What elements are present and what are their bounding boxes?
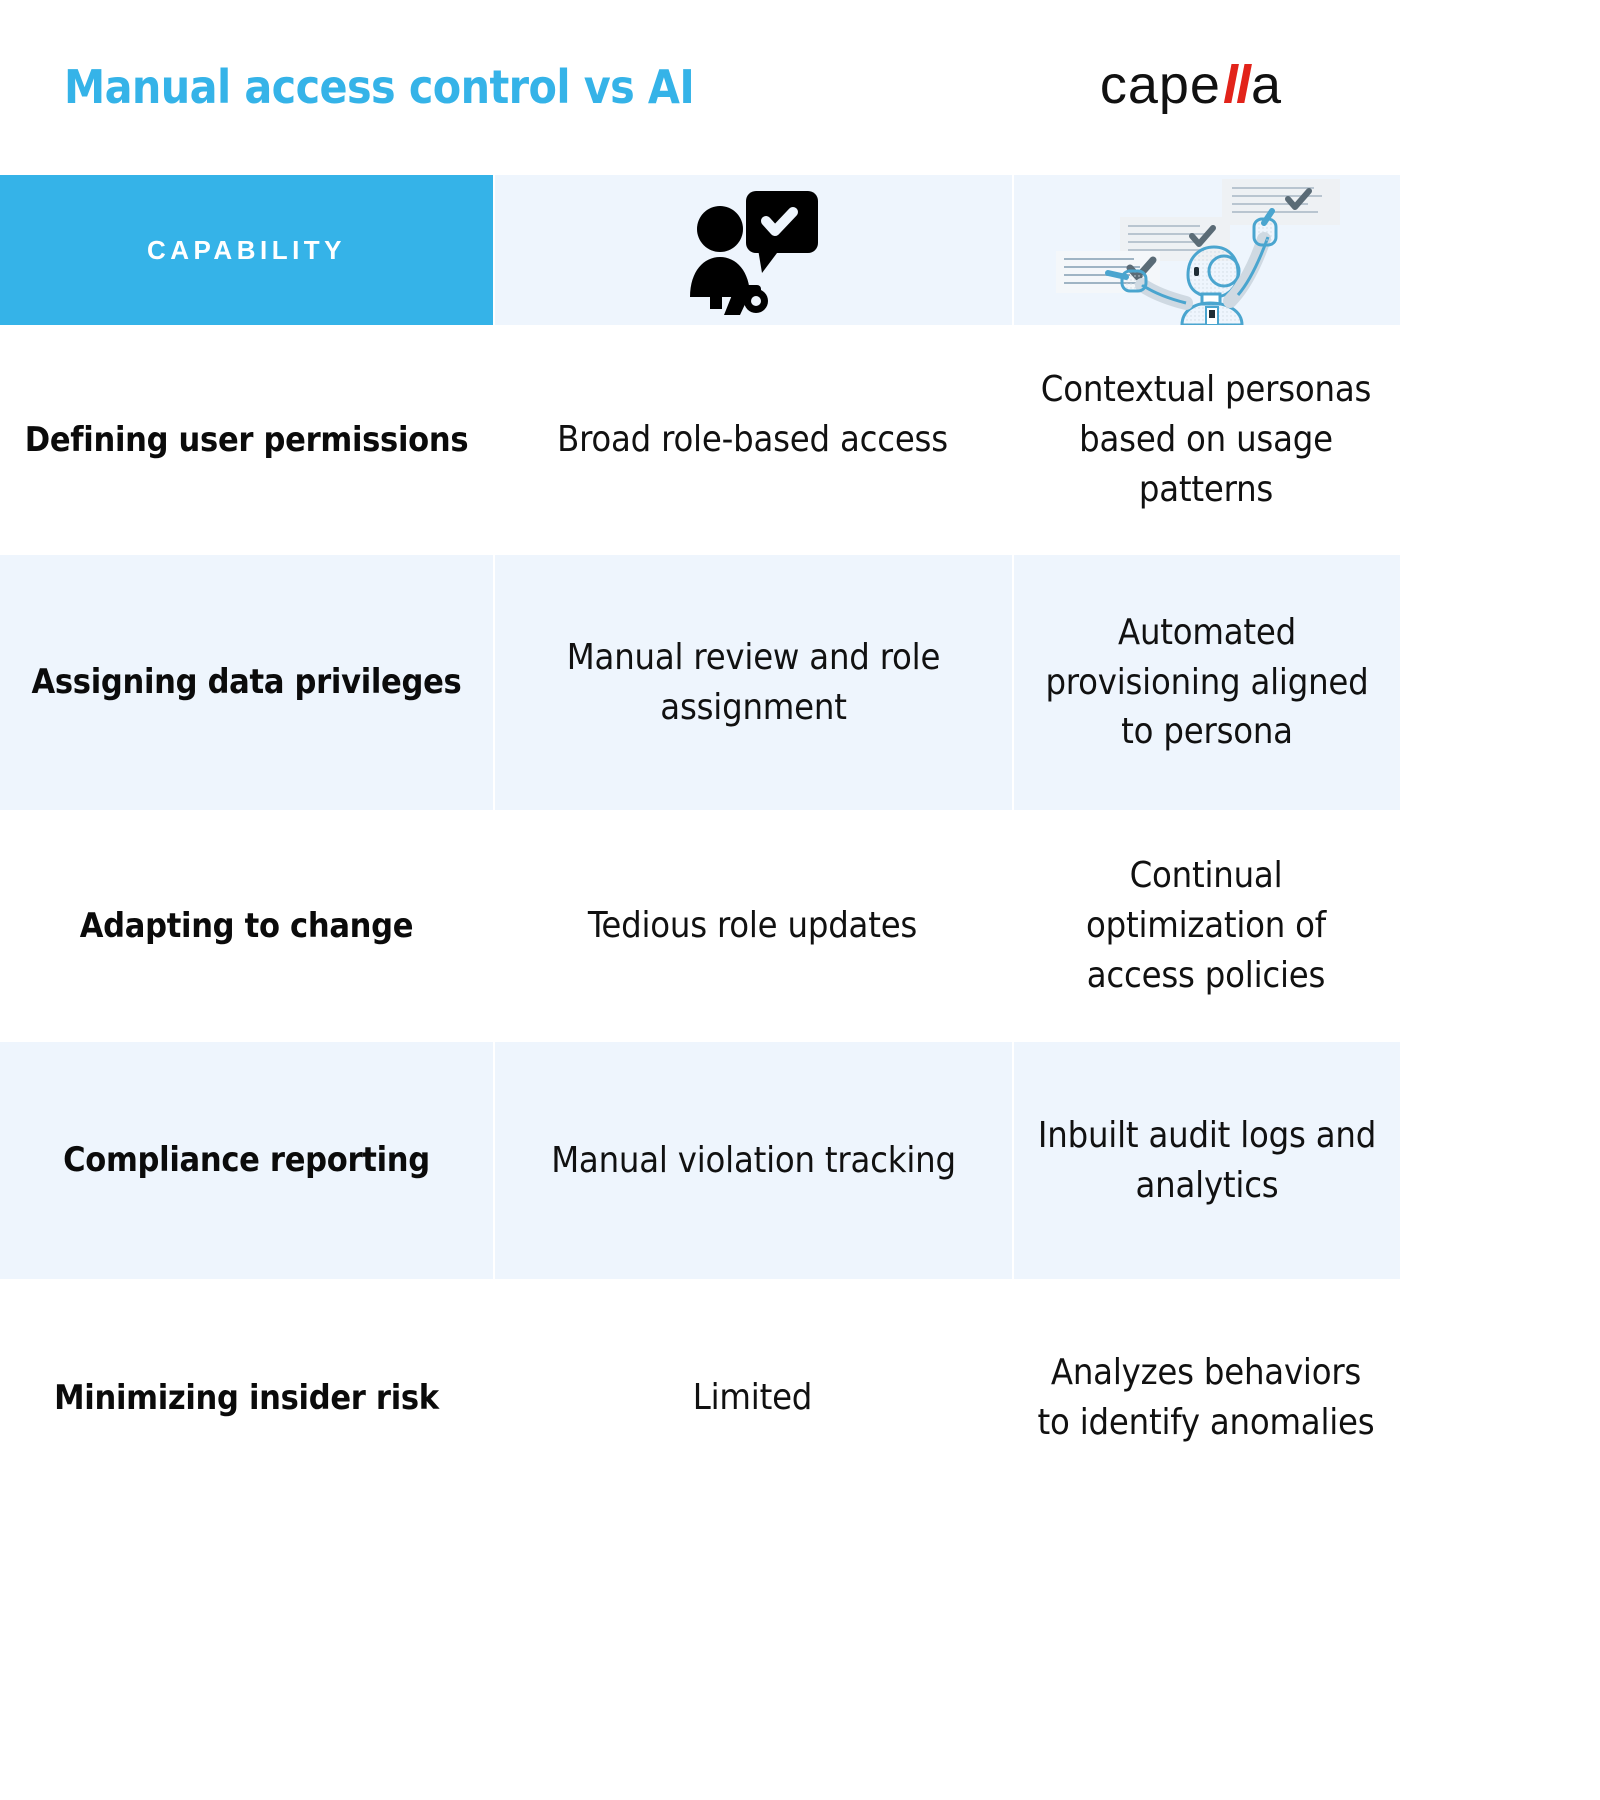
column-header-ai: [1012, 175, 1400, 325]
cell-capability: Compliance reporting: [0, 1042, 493, 1279]
logo-part-2: a: [1250, 55, 1282, 115]
capability-label: Defining user permissions: [24, 419, 469, 460]
capability-label: Compliance reporting: [63, 1140, 430, 1181]
person-speech-check-icon: [684, 185, 824, 315]
column-header-capability: CAPABILITY: [0, 175, 493, 325]
ai-value: Analyzes behaviors to identify anomalies: [1037, 1352, 1375, 1443]
page-title: Manual access control vs AI: [64, 60, 695, 114]
ai-value: Continual optimization of access policie…: [1086, 855, 1326, 996]
manual-value: Manual violation tracking: [551, 1139, 956, 1181]
cell-ai: Inbuilt audit logs and analytics: [1012, 1042, 1400, 1279]
capability-label: Minimizing insider risk: [54, 1377, 439, 1418]
table-row: Compliance reporting Manual violation tr…: [0, 1042, 1400, 1279]
cell-manual: Manual review and role assignment: [493, 555, 1012, 810]
table-row: Minimizing insider risk Limited Analyzes…: [0, 1279, 1400, 1517]
logo-accent: ll: [1222, 55, 1251, 115]
logo-part-1: cape: [1099, 55, 1221, 115]
table-row: Defining user permissions Broad role-bas…: [0, 325, 1400, 555]
ai-value: Inbuilt audit logs and analytics: [1037, 1114, 1377, 1206]
robot-documents-icon: [1042, 175, 1372, 325]
cell-ai: Contextual personas based on usage patte…: [1012, 325, 1400, 555]
cell-capability: Assigning data privileges: [0, 555, 493, 810]
manual-value: Limited: [692, 1377, 813, 1419]
cell-capability: Adapting to change: [0, 810, 493, 1042]
cell-ai: Automated provisioning aligned to person…: [1012, 555, 1400, 810]
cell-manual: Tedious role updates: [493, 810, 1012, 1042]
cell-manual: Broad role-based access: [493, 325, 1012, 555]
table-row: Assigning data privileges Manual review …: [0, 555, 1400, 810]
cell-manual: Limited: [493, 1279, 1012, 1517]
manual-value: Broad role-based access: [557, 419, 948, 461]
cell-ai: Continual optimization of access policie…: [1012, 810, 1400, 1042]
capability-label: Adapting to change: [79, 905, 414, 946]
capability-label: Assigning data privileges: [31, 662, 462, 703]
table-header-row: CAPABILITY: [0, 175, 1400, 325]
manual-value: Tedious role updates: [587, 905, 918, 947]
ai-value: Contextual personas based on usage patte…: [1040, 369, 1372, 510]
cell-manual: Manual violation tracking: [493, 1042, 1012, 1279]
ai-value: Automated provisioning aligned to person…: [1045, 611, 1369, 753]
table-row: Adapting to change Tedious role updates …: [0, 810, 1400, 1042]
comparison-table: CAPABILITY: [0, 175, 1400, 1517]
manual-value: Manual review and role assignment: [566, 636, 941, 728]
column-header-manual: [493, 175, 1012, 325]
cell-capability: Minimizing insider risk: [0, 1279, 493, 1517]
cell-capability: Defining user permissions: [0, 325, 493, 555]
cell-ai: Analyzes behaviors to identify anomalies: [1012, 1279, 1400, 1517]
